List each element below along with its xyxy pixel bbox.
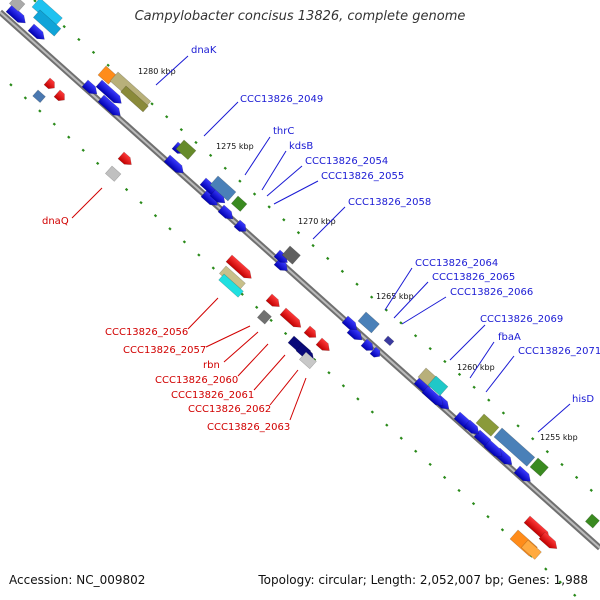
cds-forward-arrow[interactable] [346, 325, 365, 343]
cds-reverse-arrow[interactable] [303, 325, 319, 341]
cds-forward-arrow[interactable] [341, 315, 360, 333]
cds-reverse-arrow[interactable] [279, 307, 304, 331]
gene-label[interactable]: thrC [273, 126, 294, 137]
tick-label: 1260 kbp [457, 363, 495, 372]
cds-reverse-arrow[interactable] [53, 89, 67, 103]
gene-label[interactable]: CCC13826_2056 [105, 327, 188, 338]
gene-label[interactable]: CCC13826_2060 [155, 375, 238, 386]
gene-label[interactable]: kdsB [289, 141, 313, 152]
cds-forward-arrow[interactable] [463, 419, 482, 437]
tick-label: 1265 kbp [376, 292, 414, 301]
cds-forward-arrow[interactable] [369, 346, 383, 360]
map-title: Campylobacter concisus 13826, complete g… [134, 9, 466, 24]
cds-forward-arrow[interactable] [360, 338, 376, 354]
cds-reverse-arrow[interactable] [225, 254, 254, 282]
gene-label[interactable]: CCC13826_2058 [348, 197, 431, 208]
cog-box[interactable] [32, 89, 46, 103]
cds-forward-arrow[interactable] [483, 439, 505, 460]
cog-box[interactable] [475, 413, 500, 437]
cog-boxes [8, 0, 600, 560]
cds-forward-arrow[interactable] [421, 385, 446, 409]
leader-lines-inner [71, 187, 307, 421]
gene-label[interactable]: fbaA [498, 332, 521, 343]
cog-box[interactable] [520, 539, 542, 560]
cog-box[interactable] [357, 311, 380, 334]
cds-forward-arrow[interactable] [513, 465, 533, 485]
gene-label[interactable]: CCC13826_2063 [207, 422, 290, 433]
gene-label[interactable]: dnaK [191, 45, 217, 56]
gene-label[interactable]: CCC13826_2066 [450, 287, 533, 298]
gene-label[interactable]: dnaQ [42, 216, 69, 227]
cds-reverse-arrow[interactable] [315, 337, 332, 354]
cog-box[interactable] [209, 175, 237, 202]
cds-forward-arrow[interactable] [217, 204, 236, 222]
gene-labels-outer: dnaK CCC13826_2049 thrC kdsB CCC13826_20… [191, 45, 600, 405]
gene-label[interactable]: CCC13826_2071 [518, 346, 600, 357]
cog-box[interactable] [230, 195, 248, 212]
leader-lines-outer [155, 55, 571, 433]
gene-label[interactable]: CCC13826_2057 [123, 345, 206, 356]
cds-forward-arrow[interactable] [163, 154, 186, 176]
cds-forward-arrow[interactable] [81, 79, 100, 97]
tick-label: 1280 kbp [138, 67, 176, 76]
cog-box[interactable] [120, 85, 149, 113]
cog-box[interactable] [218, 273, 244, 298]
gene-label[interactable]: CCC13826_2061 [171, 390, 254, 401]
cog-box[interactable] [584, 513, 600, 529]
cds-forward-arrow[interactable] [27, 23, 47, 43]
cds-reverse-arrow[interactable] [43, 77, 57, 91]
cds-forward-arrow[interactable] [5, 4, 28, 26]
cog-box[interactable] [493, 427, 536, 467]
tick-labels: 1280 kbp 1275 kbp 1270 kbp 1265 kbp 1260… [138, 67, 578, 442]
cog-box[interactable] [529, 457, 549, 477]
gene-label[interactable]: CCC13826_2049 [240, 94, 323, 105]
gene-label[interactable]: CCC13826_2065 [432, 272, 515, 283]
cog-box[interactable] [32, 9, 62, 37]
gene-label[interactable]: CCC13826_2064 [415, 258, 498, 269]
tick-label: 1270 kbp [298, 217, 336, 226]
cog-box[interactable] [427, 375, 449, 396]
reverse-strand-genes [43, 77, 560, 552]
tick-label: 1275 kbp [216, 142, 254, 151]
cog-box[interactable] [383, 335, 395, 347]
gene-label[interactable]: rbn [203, 360, 220, 371]
cds-reverse-arrow[interactable] [538, 531, 560, 552]
gene-labels-inner: dnaQ CCC13826_2056 CCC13826_2057 rbn CCC… [42, 216, 290, 433]
cog-box[interactable] [104, 165, 122, 182]
gene-label[interactable]: CCC13826_2055 [321, 171, 404, 182]
tick-label: 1255 kbp [540, 433, 578, 442]
gene-label[interactable]: CCC13826_2054 [305, 156, 388, 167]
topology-text: Topology: circular; Length: 2,052,007 bp… [258, 573, 588, 587]
cds-reverse-arrow[interactable] [265, 293, 282, 310]
cds-reverse-arrow[interactable] [117, 151, 134, 168]
forward-strand-genes [5, 4, 533, 485]
cog-box[interactable] [8, 0, 26, 12]
gene-label[interactable]: hisD [572, 394, 594, 405]
accession-text: Accession: NC_009802 [9, 573, 146, 587]
gene-label[interactable]: CCC13826_2069 [480, 314, 563, 325]
cds-forward-arrow[interactable] [233, 219, 249, 235]
cds-forward-arrow[interactable] [95, 79, 124, 107]
cds-forward-arrow[interactable] [97, 94, 123, 119]
cog-box[interactable] [281, 245, 301, 265]
cog-box[interactable] [298, 351, 317, 370]
cog-box[interactable] [175, 139, 197, 160]
cog-box[interactable] [256, 309, 272, 325]
gene-label[interactable]: CCC13826_2062 [188, 404, 271, 415]
cds-forward-arrow[interactable] [273, 257, 290, 274]
